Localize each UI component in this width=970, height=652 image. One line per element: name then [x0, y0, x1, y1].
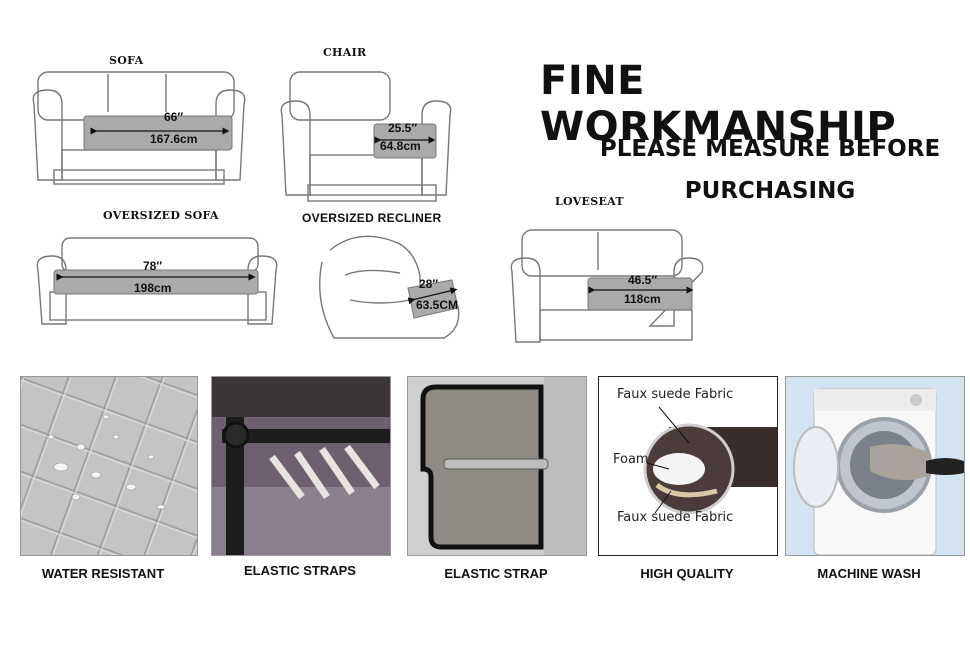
chair-drawing	[280, 71, 452, 202]
elastic-strap-caption: ELASTIC STRAP	[444, 566, 548, 581]
fabric-layer-top: Faux suede Fabric	[617, 387, 734, 402]
recliner-drawing	[319, 235, 460, 339]
water-resistant-caption: WATER RESISTANT	[41, 566, 165, 581]
fabric-layer-bottom: Faux suede Fabric	[617, 510, 734, 525]
subheadline-line-1: PLEASE MEASURE BEFORE	[599, 136, 941, 162]
chair-cm: 64.8cm	[380, 139, 421, 153]
water-resistant-image	[20, 376, 198, 556]
sofa-label: SOFA	[109, 54, 144, 67]
chair-label: CHAIR	[323, 46, 367, 59]
fabric-layer-middle: Foam	[613, 452, 649, 467]
chair-inch: 25.5″	[388, 121, 418, 135]
recliner-cm: 63.5CM	[416, 298, 459, 312]
loveseat-cushion	[587, 277, 693, 311]
furniture-drawings	[32, 71, 704, 343]
oversized-sofa-inch: 78″	[143, 259, 163, 273]
loveseat-inch: 46.5″	[628, 273, 658, 287]
high-quality-image: Faux suede Fabric Foam Faux suede Fabric	[598, 376, 778, 556]
subheadline-line-2: PURCHASING	[684, 178, 856, 204]
oversized-sofa-cm: 198cm	[134, 281, 172, 295]
sofa-inch: 66″	[164, 110, 184, 124]
machine-wash-image	[785, 376, 965, 556]
oversized-recliner-label: OVERSIZED RECLINER	[302, 211, 442, 225]
oversized-sofa-label: OVERSIZED SOFA	[103, 209, 219, 222]
sofa-cm: 167.6cm	[150, 132, 198, 146]
elastic-strap-image	[407, 376, 587, 556]
loveseat-cm: 118cm	[624, 292, 661, 306]
high-quality-caption: HIGH QUALITY	[640, 566, 734, 581]
elastic-straps-image	[211, 376, 391, 556]
elastic-straps-caption: ELASTIC STRAPS	[244, 563, 356, 578]
subheadline: PLEASE MEASURE BEFORE PURCHASING	[590, 128, 950, 212]
recliner-inch: 28″	[419, 277, 439, 291]
loveseat-label: LOVESEAT	[555, 195, 624, 208]
headline: FINE WORKMANSHIP	[540, 58, 897, 150]
machine-wash-caption: MACHINE WASH	[817, 566, 921, 581]
